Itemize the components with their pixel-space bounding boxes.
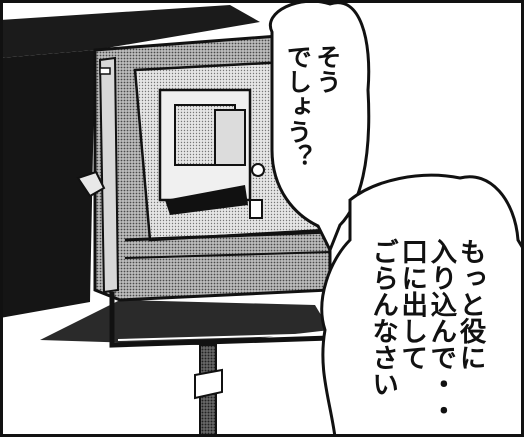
- left-barn-door: [0, 50, 95, 318]
- speech-bubble-1-text: そう でしょう？: [283, 44, 343, 204]
- speech-bubble-2: [320, 173, 524, 437]
- bubble-2-line: もっと役に: [454, 238, 486, 371]
- bubble-2-line: 入り込んで・・: [425, 238, 457, 424]
- tilt-knob: [76, 170, 106, 198]
- bubble-2-line: 口に出して: [396, 238, 428, 371]
- bubble-1-line: でしょう？: [283, 44, 313, 169]
- bubble-1-line: そう: [313, 44, 342, 94]
- yoke-bracket: [109, 292, 331, 348]
- bubble-2-line: ごらんなさい: [367, 238, 399, 397]
- speech-bubble-2-text: もっと役に 入り込んで・・ 口に出して ごらんなさい: [367, 238, 486, 434]
- top-barn-door: [0, 5, 260, 58]
